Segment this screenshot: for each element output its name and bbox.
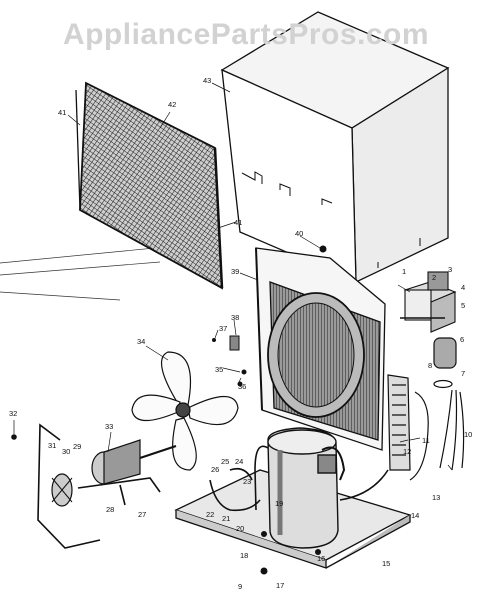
callout-36: 36 [238,382,247,391]
callout-11: 11 [422,436,430,445]
callout-5: 5 [461,301,466,310]
callout-16: 16 [317,554,326,563]
callout-23: 23 [243,477,252,486]
fan-screws [212,335,247,387]
callout-31: 31 [48,441,57,450]
callout-43: 43 [203,76,212,85]
callout-3: 3 [448,265,453,274]
grommets [260,531,321,575]
wire-harness [439,389,465,471]
callout-2: 2 [432,273,437,282]
callout-15: 15 [382,559,391,568]
callout-14: 14 [411,511,420,520]
callout-9: 9 [238,582,243,591]
callout-42: 42 [168,100,177,109]
callout-1: 1 [402,267,407,276]
callout-32: 32 [9,409,18,418]
callout-33: 33 [105,422,114,431]
callout-20: 20 [236,524,245,533]
fan-blade [131,351,239,471]
callout-8: 8 [428,361,433,370]
callout-7: 7 [461,369,466,378]
callout-19: 19 [275,499,284,508]
callout-13: 13 [432,493,441,502]
callout-39: 39 [231,267,240,276]
watermark: AppliancePartsPros.com [62,18,430,51]
callout-21: 21 [222,514,231,523]
callout-25: 25 [221,457,230,466]
condenser-frame [255,247,386,451]
callout-18: 18 [240,551,249,560]
relay-assembly [400,271,457,333]
screw-32 [11,434,17,440]
callout-22: 22 [206,510,215,519]
cabinet-cover [220,11,450,284]
capacitor-clip [433,379,453,389]
callout-34: 34 [137,337,146,346]
fan-motor [91,439,177,485]
stray-lines [0,247,161,301]
refrigerant-tubing [209,445,389,512]
callout-12: 12 [403,447,412,456]
callout-27: 27 [138,510,147,519]
callout-41-left: 41 [58,108,67,117]
callout-29: 29 [73,442,82,451]
callout-30: 30 [62,447,71,456]
capacitor [433,337,457,369]
coil-tubes [387,374,429,481]
callout-26: 26 [211,465,220,474]
callout-10: 10 [464,430,473,439]
callout-35: 35 [215,365,224,374]
callout-28: 28 [106,505,115,514]
callout-24: 24 [235,457,244,466]
motor-mount [51,473,73,507]
screw-40 [319,245,327,253]
condenser-grille-screen [75,81,224,290]
callout-6: 6 [460,335,465,344]
callout-4: 4 [461,283,466,292]
callout-17: 17 [276,581,285,590]
callout-37: 37 [219,324,228,333]
motor-bracket [37,423,161,549]
callout-41-right: 41 [234,218,243,227]
callout-leaders [13,82,453,471]
compressor [267,427,346,549]
callout-40: 40 [295,229,304,238]
callout-38: 38 [231,313,240,322]
